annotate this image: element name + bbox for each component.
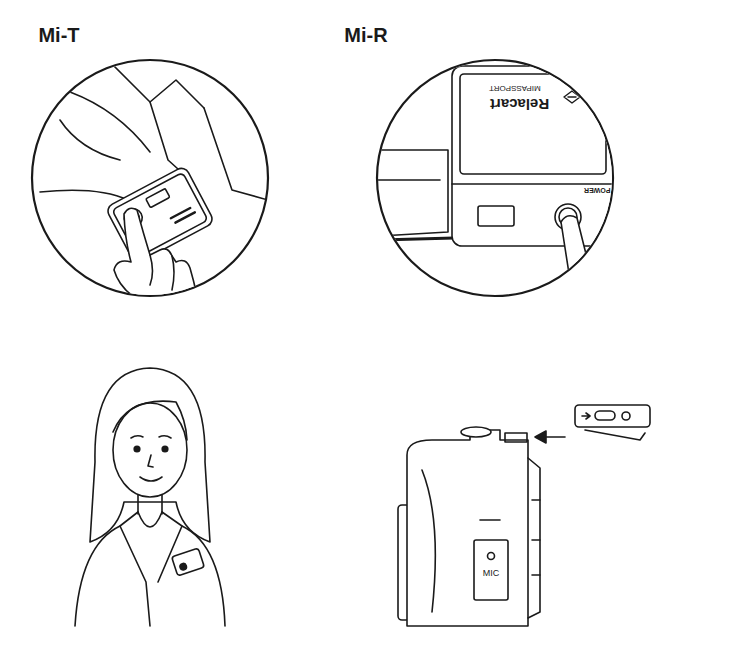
receiver-closeup-part-part	[380, 238, 454, 240]
section-title: Mi-T	[38, 25, 79, 45]
transmitter-closeup-part-part	[150, 102, 188, 178]
transmitter-closeup-part-part-part	[146, 188, 170, 207]
presenter-figure-part	[148, 455, 153, 467]
camera-figure-part	[480, 519, 500, 521]
section-title: Mi-R	[344, 25, 387, 45]
receiver-closeup-part-part	[377, 179, 440, 181]
camera-figure-part	[528, 458, 540, 618]
presenter-figure-part	[75, 512, 225, 626]
presenter-figure-part	[113, 401, 187, 440]
camera-figure	[398, 405, 650, 626]
presenter-figure-part	[138, 512, 162, 527]
camera-figure-part	[582, 413, 590, 419]
transmitter-closeup-part-part	[108, 60, 204, 108]
presenter-figure-part	[134, 446, 140, 452]
presenter-figure-part	[90, 368, 210, 542]
receiver-closeup-part-part	[588, 262, 609, 300]
receiver-closeup-part-part	[604, 224, 620, 240]
camera-figure-part	[622, 412, 630, 420]
brand-name: Relacart	[490, 97, 549, 112]
camera-figure-part	[532, 500, 540, 575]
camera-figure-part	[461, 427, 491, 437]
receiver-closeup-part-part	[377, 150, 448, 236]
camera-figure-part	[505, 433, 527, 442]
product-name: MIPASSPORT	[489, 84, 541, 92]
receiver-closeup	[377, 60, 648, 348]
camera-figure-part	[407, 430, 528, 626]
transmitter-closeup-part-part	[204, 108, 268, 200]
receiver-closeup-part-part	[452, 183, 614, 185]
transmitter-closeup-part-part	[40, 190, 128, 200]
camera-figure-part	[474, 540, 508, 600]
receiver-closeup-part-part	[478, 206, 514, 226]
transmitter-closeup	[32, 60, 268, 345]
transmitter-closeup-part-part	[150, 255, 174, 290]
presenter-figure-part	[140, 477, 162, 481]
receiver-closeup-part-part	[564, 91, 580, 103]
transmitter-closeup-part-part	[114, 208, 210, 345]
camera-figure-part	[585, 430, 645, 440]
camera-figure-part	[595, 411, 615, 420]
receiver-closeup-part-part	[452, 66, 614, 246]
transmitter-closeup-part-part-part	[171, 207, 195, 224]
port-label: MIC	[483, 569, 500, 578]
presenter-figure-part	[172, 548, 205, 576]
camera-figure-part	[422, 470, 435, 612]
camera-figure-part	[535, 431, 546, 443]
button-label: POWER	[584, 187, 610, 194]
transmitter-closeup-part-part	[60, 120, 120, 160]
camera-figure-part	[488, 553, 495, 560]
receiver-closeup-part-part	[622, 118, 635, 205]
presenter-figure-part	[113, 403, 187, 497]
receiver-closeup-part-part	[460, 74, 606, 174]
presenter-figure-part-part	[172, 548, 205, 576]
receiver-closeup-part-part	[551, 216, 648, 348]
presenter-figure-part	[120, 526, 182, 626]
presenter-figure-part	[162, 446, 168, 452]
presenter-figure	[75, 368, 225, 626]
presenter-figure-part-part	[179, 563, 187, 571]
transmitter-closeup-part	[40, 60, 268, 345]
camera-figure-part	[575, 405, 650, 427]
receiver-closeup-part	[377, 66, 648, 348]
presenter-figure-part	[131, 436, 171, 438]
